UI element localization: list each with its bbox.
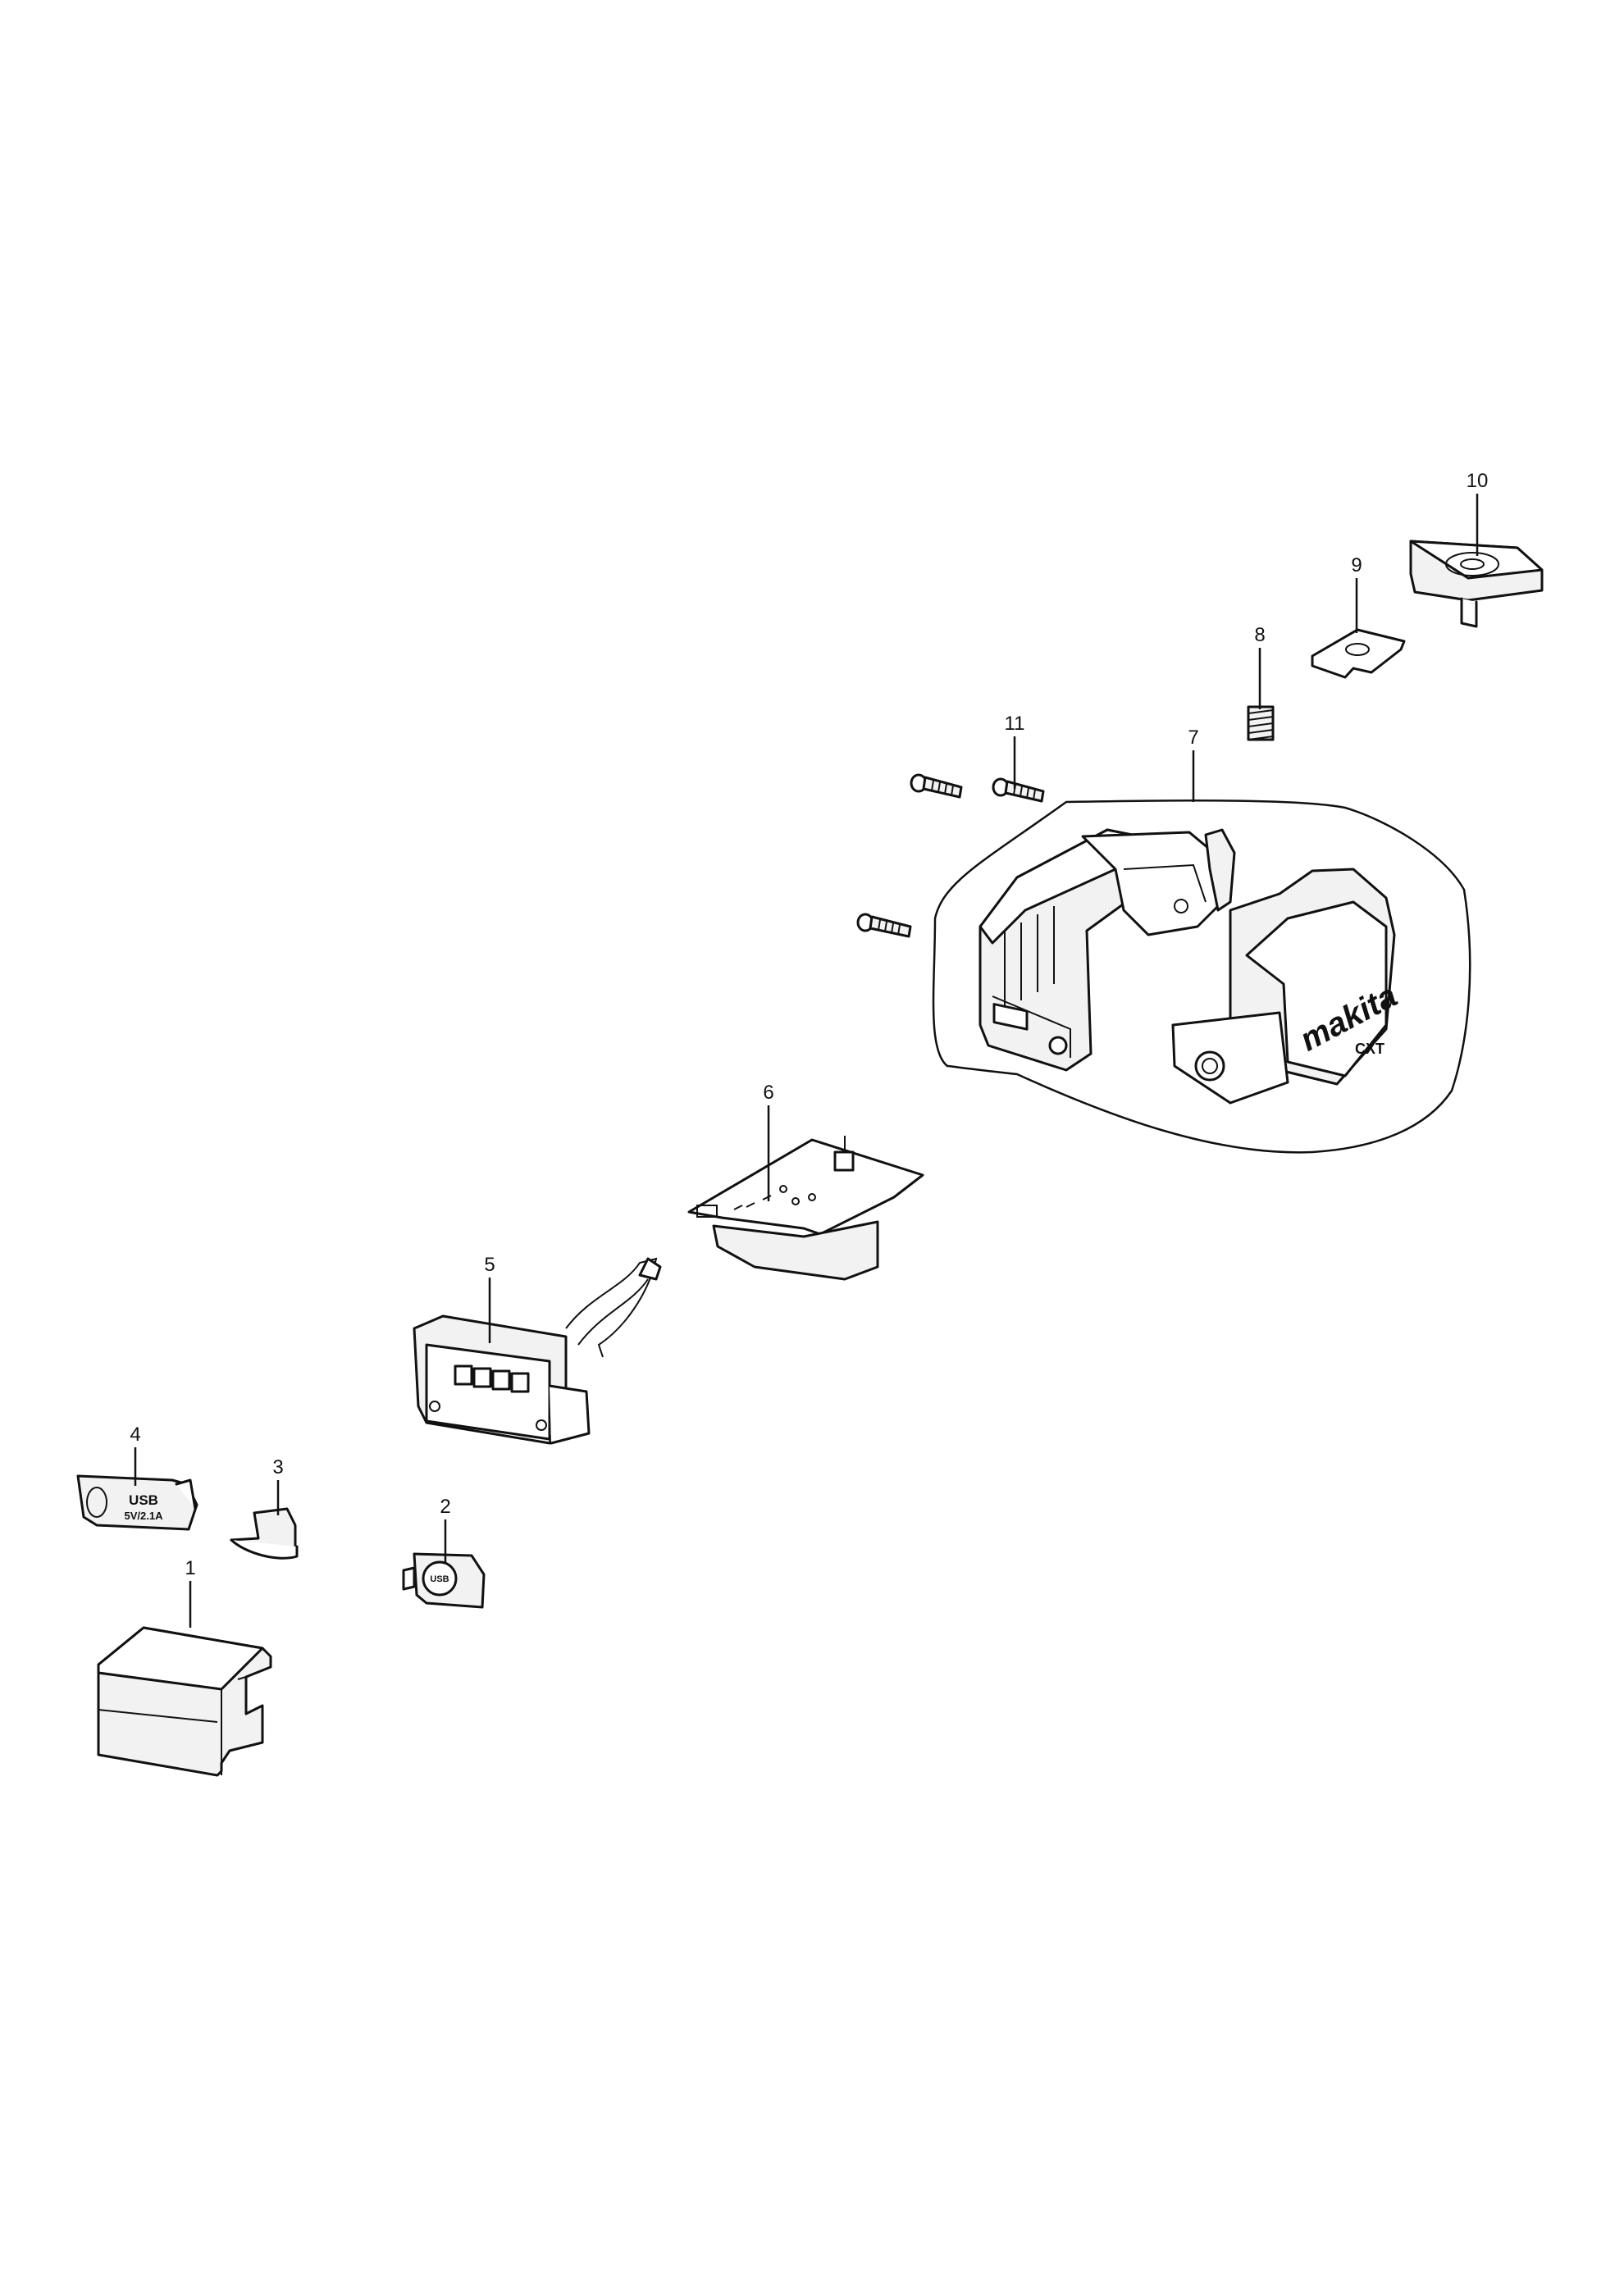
part-6-circuit-board (687, 1136, 924, 1281)
part-9-plate (1311, 628, 1406, 679)
housing-boundary (932, 800, 1471, 1154)
callout-2: 2 (440, 1496, 450, 1518)
callout-numbers: 1 2 3 4 5 6 7 8 9 10 11 (130, 470, 1488, 1579)
callout-10: 10 (1467, 470, 1489, 492)
usb-port-text: USB (430, 1574, 449, 1584)
callout-1: 1 (185, 1557, 195, 1579)
leader-lines (134, 494, 1479, 1628)
callout-8: 8 (1254, 624, 1265, 646)
part-11-screw-b (992, 777, 1045, 803)
usb-cap-text-line1: USB (129, 1492, 158, 1508)
part-2-usb-port: USB (402, 1552, 486, 1609)
part-7-housing-group: makita CXT (932, 800, 1471, 1154)
housing-badge-text: CXT (1355, 1041, 1385, 1057)
callout-4: 4 (130, 1424, 140, 1446)
callout-11: 11 (1005, 713, 1025, 735)
part-11-screw-c (856, 913, 912, 938)
callout-3: 3 (272, 1456, 283, 1478)
part-1-end-cap (97, 1626, 272, 1777)
part-3-small-cover (230, 1507, 299, 1560)
part-10-button-cap (1409, 540, 1544, 628)
callout-6: 6 (763, 1082, 773, 1104)
callout-7: 7 (1188, 727, 1198, 749)
callout-9: 9 (1351, 554, 1362, 576)
callout-5: 5 (484, 1254, 495, 1276)
part-4-usb-cap: USB 5V/2.1A (76, 1474, 198, 1531)
part-5-led-indicator (413, 1257, 662, 1445)
part-11-screw-a (910, 773, 963, 799)
usb-cap-text-line2: 5V/2.1A (125, 1510, 164, 1522)
part-8-spring (1247, 705, 1275, 741)
